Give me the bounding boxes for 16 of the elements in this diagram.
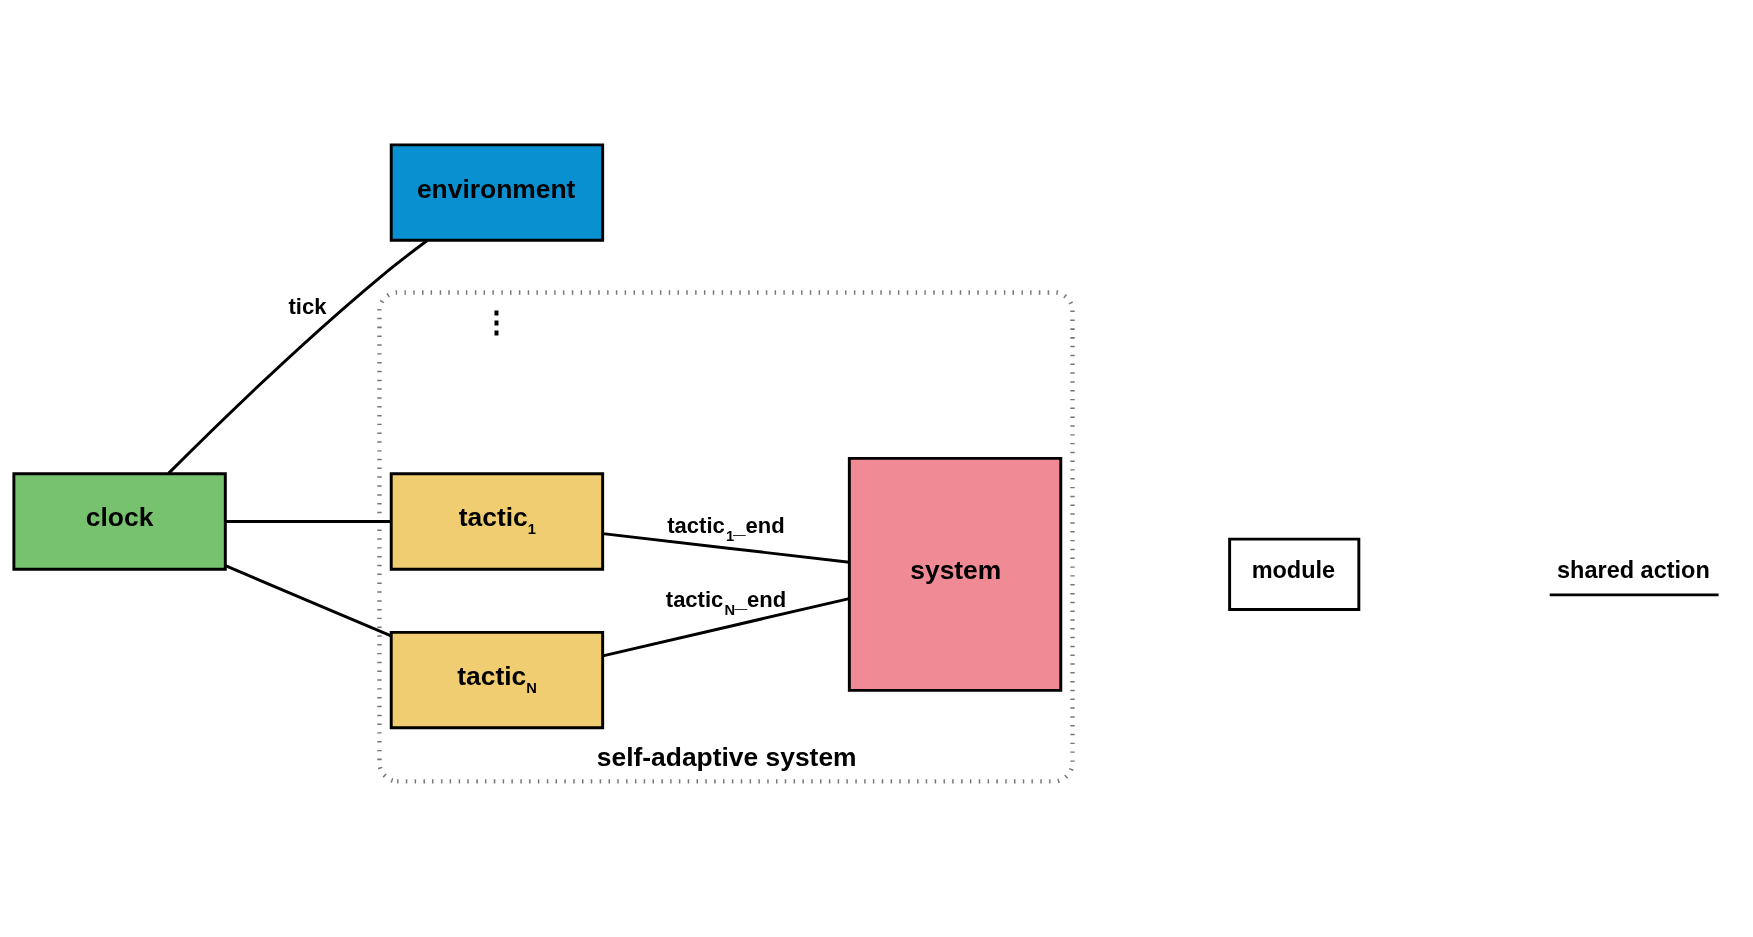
connector — [167, 239, 428, 474]
connector — [224, 563, 392, 637]
edge-label: tactic$_{N}$_end — [665, 586, 787, 618]
connector — [225, 519, 392, 523]
legend-label: module — [1251, 556, 1336, 583]
connector — [602, 531, 850, 564]
edge-label: tick — [288, 293, 327, 319]
node-box: system — [847, 456, 1063, 692]
node-box: tactic$_{1}$ — [389, 471, 605, 571]
label: ⋮ — [481, 304, 511, 338]
connector — [602, 596, 850, 657]
node-box: environment — [389, 142, 605, 242]
node-box: tactic$_{N}$ — [389, 630, 605, 729]
legend-label: shared action — [1557, 556, 1710, 583]
edge-label: tactic$_{1}$_end — [667, 512, 785, 544]
node-box: clock — [12, 471, 227, 571]
